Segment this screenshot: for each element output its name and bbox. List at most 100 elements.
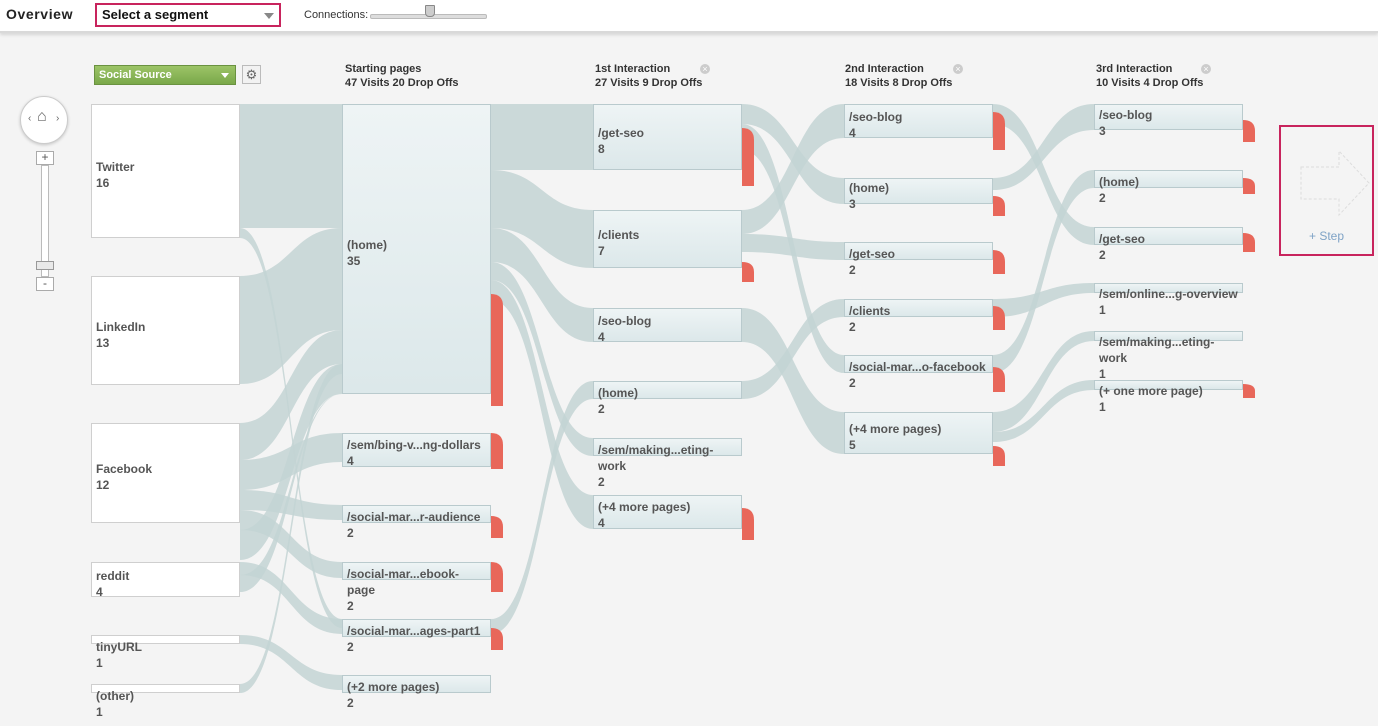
node-value: 2 bbox=[347, 640, 354, 654]
page-node-home[interactable]: (home)2 bbox=[1094, 170, 1243, 205]
drop-off-marker bbox=[993, 446, 1005, 466]
pan-left-icon[interactable]: ‹ bbox=[28, 113, 32, 124]
node-value: 13 bbox=[96, 336, 110, 350]
node-label: Twitter bbox=[96, 160, 135, 174]
flow-band bbox=[491, 228, 593, 342]
source-node-other[interactable]: (other)1 bbox=[91, 684, 240, 719]
node-value: 2 bbox=[849, 320, 856, 334]
node-value: 1 bbox=[1099, 400, 1106, 414]
segment-select-label: Select a segment bbox=[102, 7, 209, 22]
dimension-select[interactable]: Social Source bbox=[94, 65, 236, 85]
node-value: 12 bbox=[96, 478, 110, 492]
flow-band bbox=[993, 104, 1094, 245]
page-node-bing[interactable]: /sem/bing-v...ng-dollars 4 bbox=[342, 433, 491, 468]
node-value: 2 bbox=[849, 376, 856, 390]
drop-off-marker bbox=[491, 628, 503, 650]
node-label: /sem/making...eting-work bbox=[1099, 335, 1215, 365]
connections-slider-thumb[interactable] bbox=[425, 5, 435, 17]
pan-control[interactable]: ‹ ⌂ › bbox=[20, 96, 68, 144]
column-stats: 18 Visits 8 Drop Offs bbox=[845, 77, 953, 89]
node-value: 3 bbox=[849, 197, 856, 211]
page-node-more-pages[interactable]: (+4 more pages)5 bbox=[844, 412, 993, 454]
column-stats: 47 Visits 20 Drop Offs bbox=[345, 77, 459, 89]
node-label: (home) bbox=[347, 238, 387, 252]
drop-off-marker bbox=[491, 433, 503, 469]
page-node-seo-blog[interactable]: /seo-blog 4 bbox=[844, 104, 993, 140]
page-node-home[interactable]: (home)3 bbox=[844, 178, 993, 211]
node-label: /sem/making...eting-work bbox=[598, 443, 714, 473]
gear-button[interactable]: ⚙ bbox=[242, 65, 261, 84]
node-value: 2 bbox=[347, 526, 354, 540]
column-title: Starting pages bbox=[345, 63, 422, 75]
node-label: /sem/bing-v...ng-dollars bbox=[347, 438, 481, 452]
home-icon[interactable]: ⌂ bbox=[37, 108, 47, 125]
close-icon[interactable]: × bbox=[953, 64, 963, 74]
drop-off-marker bbox=[993, 367, 1005, 392]
page-node-one-more-page[interactable]: (+ one more page)1 bbox=[1094, 380, 1243, 414]
node-value: 2 bbox=[598, 402, 605, 416]
column-title: 1st Interaction bbox=[595, 63, 671, 75]
close-icon[interactable]: × bbox=[1201, 64, 1211, 74]
node-label: /seo-blog bbox=[849, 110, 903, 124]
node-label: /get-seo bbox=[1099, 232, 1146, 246]
page-node-more-pages[interactable]: (+2 more pages)2 bbox=[342, 675, 491, 710]
node-value: 35 bbox=[347, 254, 361, 268]
column-stats: 27 Visits 9 Drop Offs bbox=[595, 77, 703, 89]
node-value: 4 bbox=[849, 126, 856, 140]
node-value: 4 bbox=[347, 454, 354, 468]
page-node-home[interactable]: (home) 35 bbox=[342, 104, 491, 394]
dimension-select-label: Social Source bbox=[99, 69, 172, 81]
zoom-slider-track[interactable] bbox=[41, 165, 49, 277]
add-step-button[interactable]: + Step bbox=[1279, 125, 1374, 256]
node-label: /seo-blog bbox=[598, 314, 652, 328]
drop-off-marker bbox=[742, 262, 754, 282]
column-header-1st-interaction: 1st Interaction 27 Visits 9 Drop Offs bbox=[595, 62, 702, 90]
page-node-more-pages[interactable]: (+4 more pages)4 bbox=[593, 495, 742, 530]
node-label: LinkedIn bbox=[96, 320, 146, 334]
source-node-linkedin[interactable]: LinkedIn 13 bbox=[91, 276, 240, 385]
page-node-sem-making[interactable]: /sem/making...eting-work 2 bbox=[593, 438, 742, 489]
segment-select[interactable]: Select a segment bbox=[95, 3, 281, 27]
node-value: 5 bbox=[849, 438, 856, 452]
node-value: 1 bbox=[1099, 303, 1106, 317]
drop-off-marker bbox=[491, 294, 503, 406]
drop-off-marker bbox=[1243, 178, 1255, 194]
node-label: (other) bbox=[96, 689, 134, 703]
flow-band bbox=[742, 308, 844, 454]
zoom-slider-handle[interactable] bbox=[36, 261, 54, 270]
flow-band bbox=[240, 394, 342, 592]
page-node-home[interactable]: (home)2 bbox=[593, 381, 742, 416]
flow-band bbox=[993, 283, 1094, 317]
source-node-facebook[interactable]: Facebook 12 bbox=[91, 423, 240, 523]
drop-off-marker bbox=[742, 508, 754, 540]
drop-off-marker bbox=[993, 250, 1005, 274]
flow-band bbox=[742, 104, 844, 234]
flow-band bbox=[491, 381, 593, 634]
zoom-out-button[interactable]: - bbox=[36, 277, 54, 291]
pan-right-icon[interactable]: › bbox=[56, 113, 60, 124]
node-label: Facebook bbox=[96, 462, 153, 476]
node-value: 2 bbox=[347, 696, 354, 710]
zoom-in-button[interactable]: + bbox=[36, 151, 54, 165]
drop-off-marker bbox=[1243, 384, 1255, 398]
close-icon[interactable]: × bbox=[700, 64, 710, 74]
node-value: 2 bbox=[598, 475, 605, 489]
arrow-right-icon bbox=[1300, 149, 1370, 217]
drop-off-marker bbox=[1243, 233, 1255, 252]
